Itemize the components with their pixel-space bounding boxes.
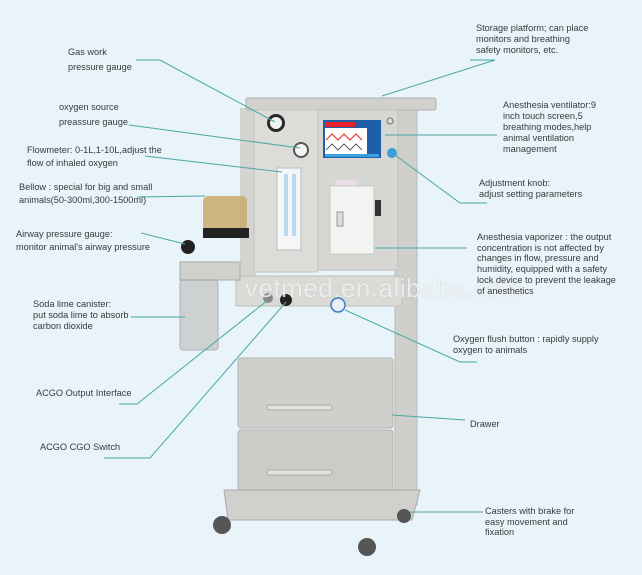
label-storage-platform: Storage platform; can place monitors and… [476,23,589,55]
label-bellow: Bellow : special for big and small anima… [19,182,153,205]
soda-lime-canister [179,279,219,351]
oxygen-flush-button [330,297,346,313]
label-acgo-cgo-switch: ACGO CGO Switch [40,442,121,452]
label-anesthesia-ventilator: Anesthesia ventilator:9 inch touch scree… [503,100,596,154]
caster [358,538,376,556]
work-shelf [235,275,403,307]
label-soda-lime-canister: Soda lime canister: put soda lime to abs… [33,299,129,331]
base [223,489,421,521]
caster [397,509,411,523]
acgo-cgo-switch [280,294,292,306]
adjustment-knob [387,148,397,158]
label-airway-pressure-gauge: Airway pressure gauge: monitor animal's … [16,229,150,252]
label-casters: Casters with brake for easy movement and… [485,506,575,537]
acgo-output-interface [263,293,273,303]
watermark: vetmed.en.alibaba.com [245,273,525,303]
label-flowmeter: Flowmeter: 0-1L,1-10L,adjust the flow of… [27,145,162,168]
bellows [203,196,247,230]
label-oxygen-flush-button: Oxygen flush button : rapidly supply oxy… [453,334,599,355]
label-oxygen-source-pressure-gauge: oxygen source preassure gauge [59,102,128,127]
caster [213,516,231,534]
label-acgo-output-interface: ACGO Output Interface [36,388,132,398]
label-drawer: Drawer [470,419,500,429]
label-gas-work-pressure-gauge: Gas work pressure gauge [68,47,132,72]
label-adjustment-knob: Adjustment knob: adjust setting paramete… [479,178,583,199]
flowmeter [276,167,302,251]
label-anesthesia-vaporizer: Anesthesia vaporizer : the output concen… [477,232,616,296]
